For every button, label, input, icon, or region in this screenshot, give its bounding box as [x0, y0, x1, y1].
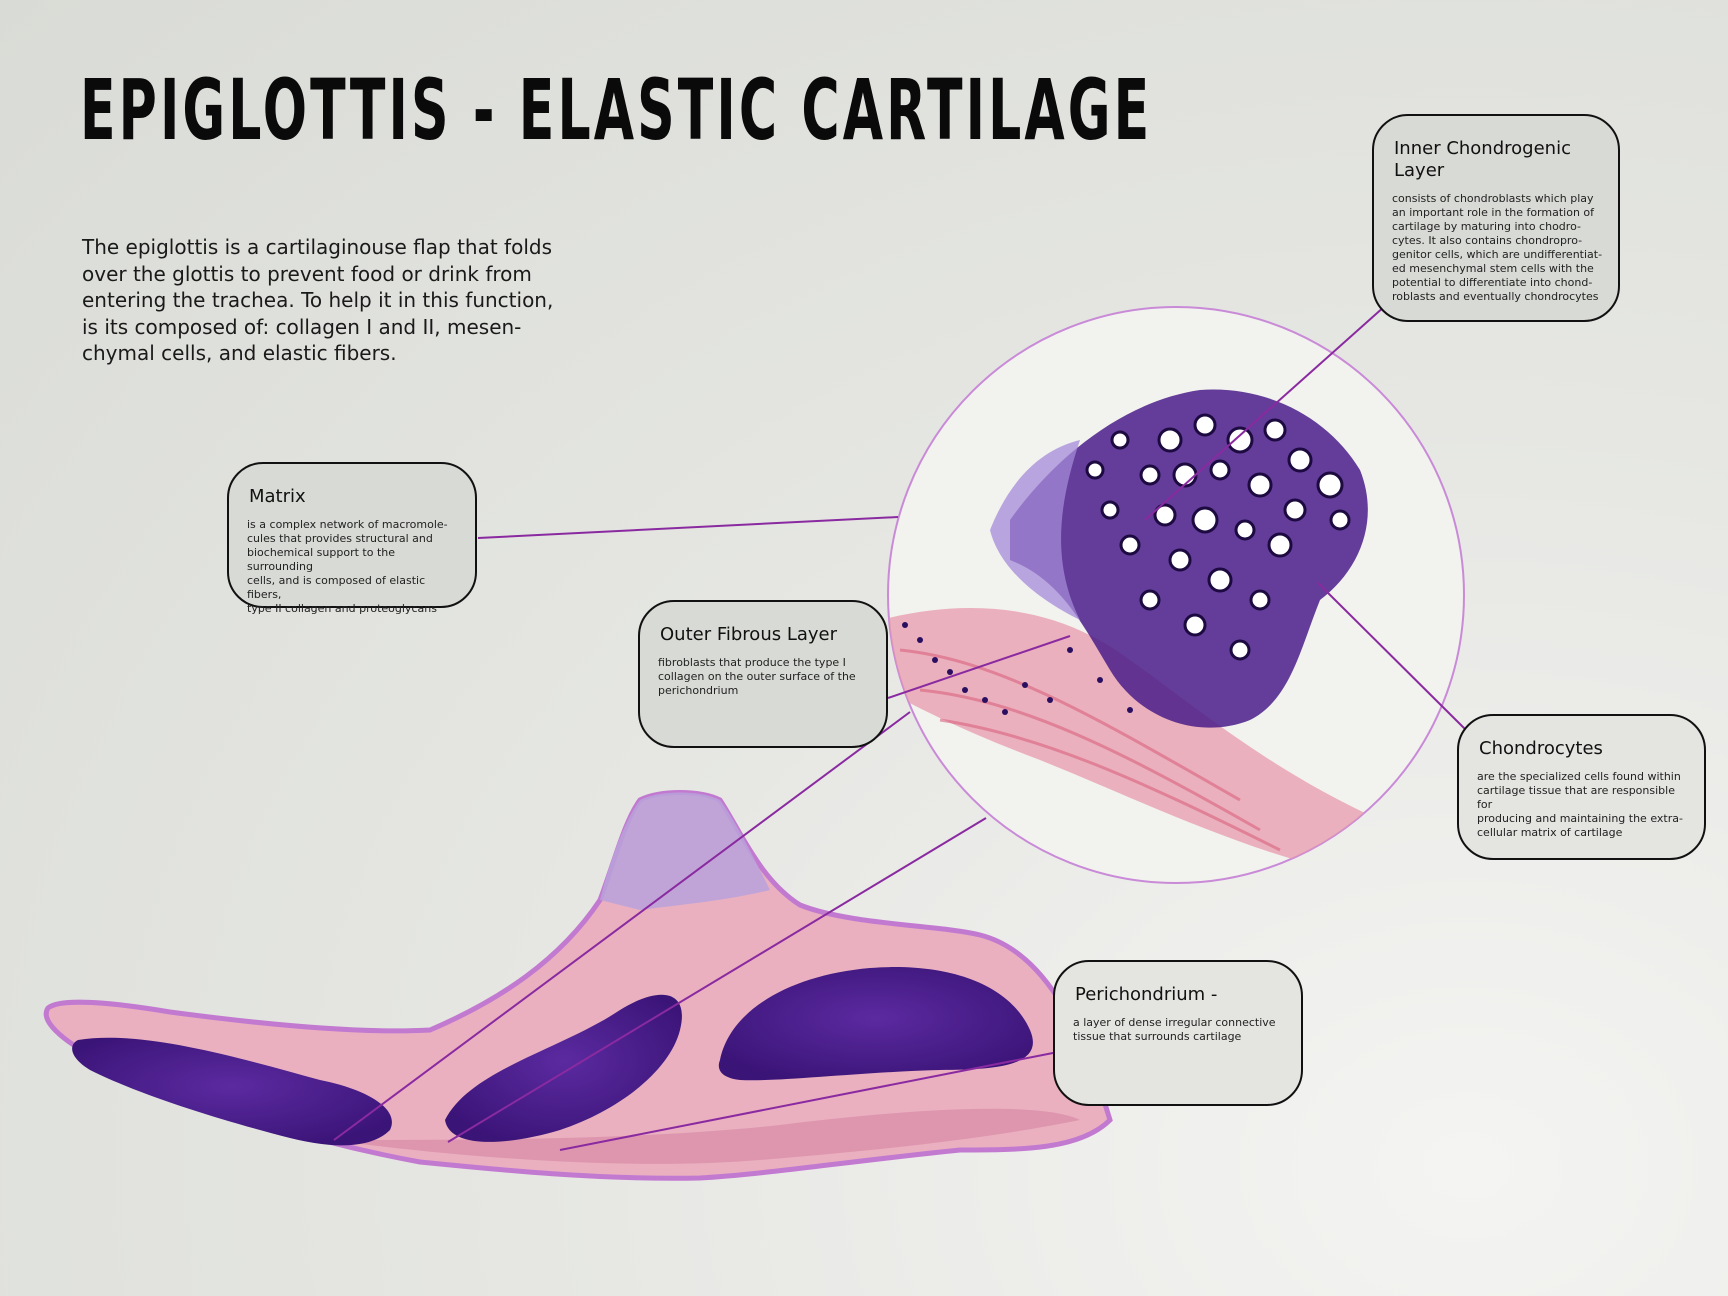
tissue-upper-lobe	[600, 792, 770, 910]
leader-outer-fibrous	[887, 635, 1071, 699]
cartilage-lilac-halo	[990, 440, 1080, 620]
callout-body: consists of chondroblasts which play an …	[1392, 192, 1603, 303]
callout-body: are the specialized cells found within c…	[1477, 770, 1683, 839]
callout-body: is a complex network of macromole- cules…	[247, 518, 448, 615]
callout-perichondrium: Perichondrium - a layer of dense irregul…	[1053, 960, 1303, 1106]
leader-matrix	[477, 516, 899, 539]
callout-body: a layer of dense irregular connective ti…	[1073, 1016, 1276, 1043]
cartilage-left	[72, 1037, 392, 1146]
cartilage-right	[718, 967, 1033, 1081]
callout-chondrocytes: Chondrocytes are the specialized cells f…	[1457, 714, 1706, 860]
zoom-circle	[887, 306, 1465, 884]
leader-perichondrium	[559, 1051, 1059, 1151]
cartilage-middle	[445, 994, 682, 1142]
leader-lines	[333, 305, 1467, 1151]
callout-title: Matrix	[249, 486, 306, 507]
page-title: EPIGLOTTIS - ELASTIC CARTILAGE	[80, 61, 1153, 159]
callout-outer-fibrous-layer: Outer Fibrous Layer fibroblasts that pro…	[638, 600, 888, 748]
tissue-lower-band	[330, 1108, 1080, 1164]
leader-inner-chondrogenic	[1144, 305, 1386, 521]
leader-zoom-upper	[333, 711, 911, 1141]
fibrous-pink-streaks	[899, 648, 1281, 852]
callout-inner-chondrogenic-layer: Inner Chondrogenic Layer consists of cho…	[1372, 114, 1620, 322]
intro-paragraph: The epiglottis is a cartilaginouse flap …	[82, 235, 554, 365]
callout-title: Inner Chondrogenic Layer	[1394, 138, 1571, 181]
callout-matrix: Matrix is a complex network of macromole…	[227, 462, 477, 615]
callout-body: fibroblasts that produce the type I coll…	[658, 656, 856, 697]
fibroblast-nuclei	[902, 622, 1133, 715]
fibrous-pink-band	[888, 608, 1380, 880]
chondrocyte-lacunae	[1085, 413, 1351, 661]
leader-chondrocytes	[1317, 582, 1467, 731]
callout-title: Chondrocytes	[1479, 738, 1603, 759]
epiglottis-section	[43, 790, 1113, 1181]
callout-title: Outer Fibrous Layer	[660, 624, 838, 645]
callout-title: Perichondrium -	[1075, 984, 1218, 1005]
leader-zoom-lower	[447, 817, 987, 1143]
